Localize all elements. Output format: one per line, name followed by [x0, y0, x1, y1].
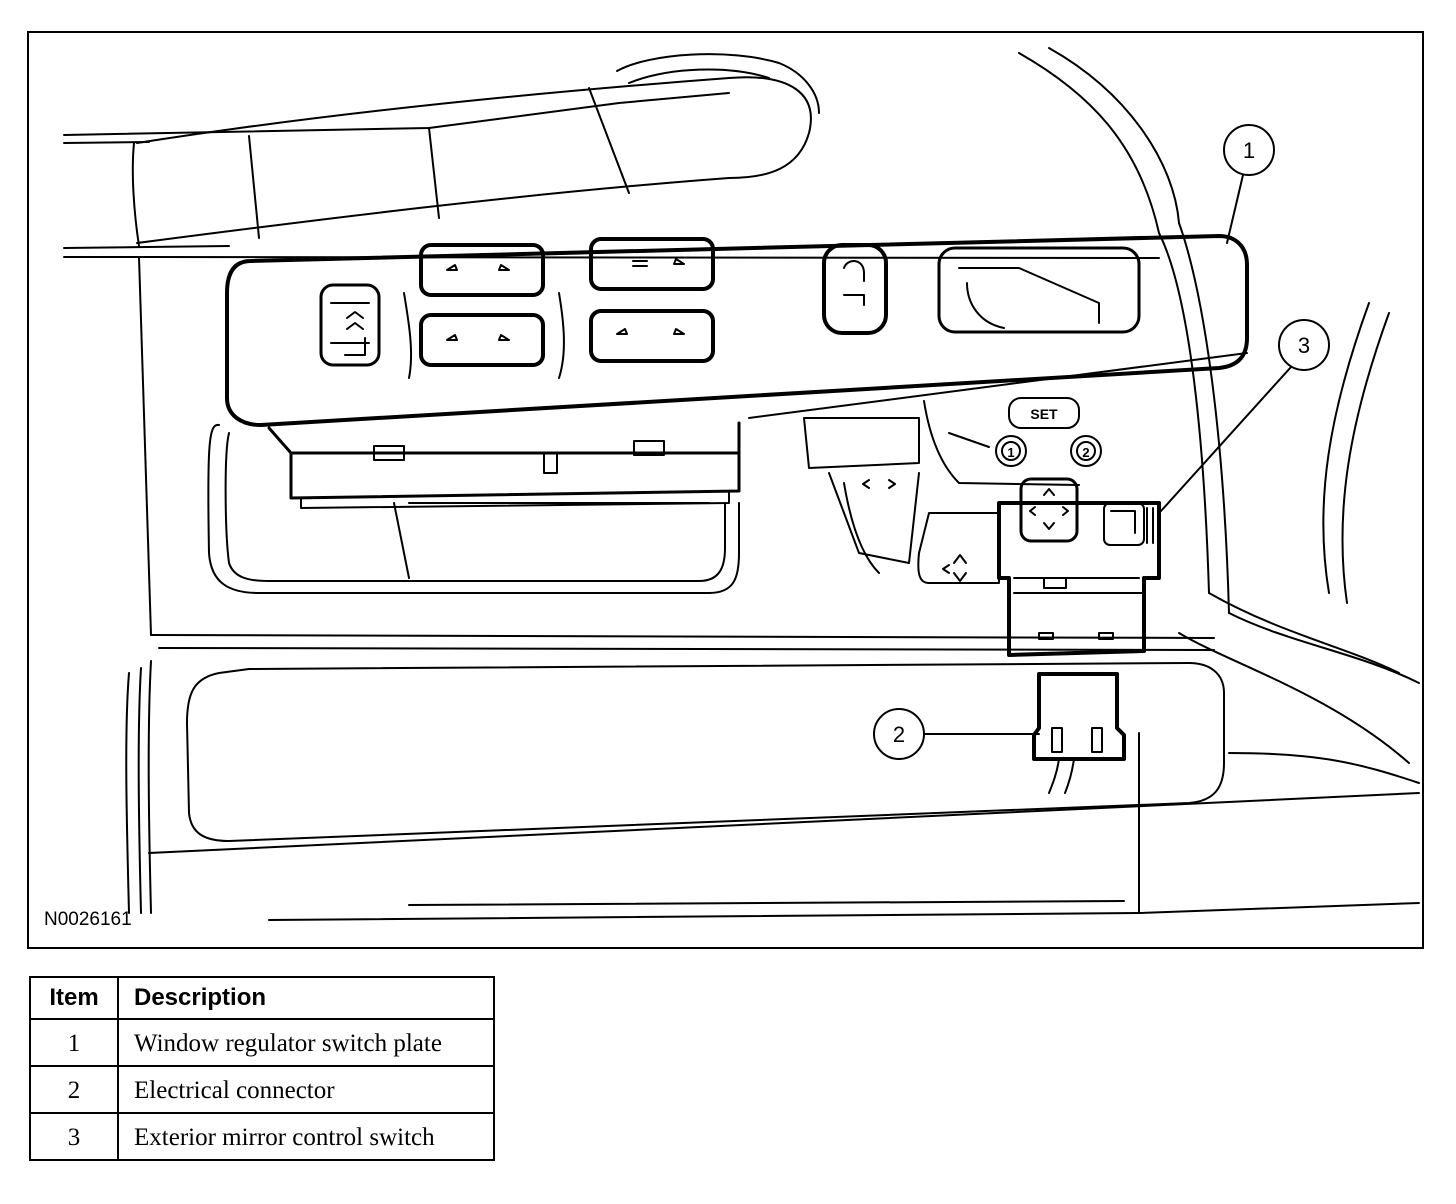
armrest-handle	[136, 53, 820, 244]
figure-code: N0026161	[44, 909, 132, 930]
exterior-mirror-control-switch	[997, 477, 1161, 657]
item-number: 2	[29, 1065, 119, 1114]
window-regulator-switch-plate	[225, 234, 1249, 509]
callout-3-label: 3	[1298, 333, 1310, 358]
item-description: Exterior mirror control switch	[117, 1112, 495, 1161]
storage-bin	[125, 660, 1225, 914]
electrical-connector	[1032, 672, 1126, 794]
memory-1-label: 1	[1007, 445, 1014, 460]
callout-3: 3	[1160, 319, 1330, 512]
memory-seat-buttons: SET 1 2	[923, 397, 1102, 486]
door-panel-illustration: SET 1 2	[63, 47, 1420, 921]
table-row: 3 Exterior mirror control switch	[29, 1112, 495, 1161]
callout-1: 1	[1223, 124, 1275, 244]
illustration-frame: SET 1 2	[27, 31, 1424, 949]
legend-header-row: Item Description	[29, 976, 495, 1020]
legend-table: Item Description 1 Window regulator swit…	[29, 976, 495, 1161]
table-row: 2 Electrical connector	[29, 1065, 495, 1114]
memory-2-label: 2	[1082, 445, 1089, 460]
item-description: Window regulator switch plate	[117, 1018, 495, 1067]
table-row: 1 Window regulator switch plate	[29, 1018, 495, 1067]
seat-adjuster-switches	[803, 417, 1000, 584]
callout-2-label: 2	[893, 722, 905, 747]
set-button-label: SET	[1030, 406, 1058, 422]
item-number: 3	[29, 1112, 119, 1161]
door-trim-lines	[63, 47, 1420, 921]
item-header: Item	[29, 976, 119, 1020]
description-header: Description	[117, 976, 495, 1020]
callout-1-label: 1	[1243, 138, 1255, 163]
callout-2: 2	[873, 708, 1040, 760]
item-description: Electrical connector	[117, 1065, 495, 1114]
item-number: 1	[29, 1018, 119, 1067]
